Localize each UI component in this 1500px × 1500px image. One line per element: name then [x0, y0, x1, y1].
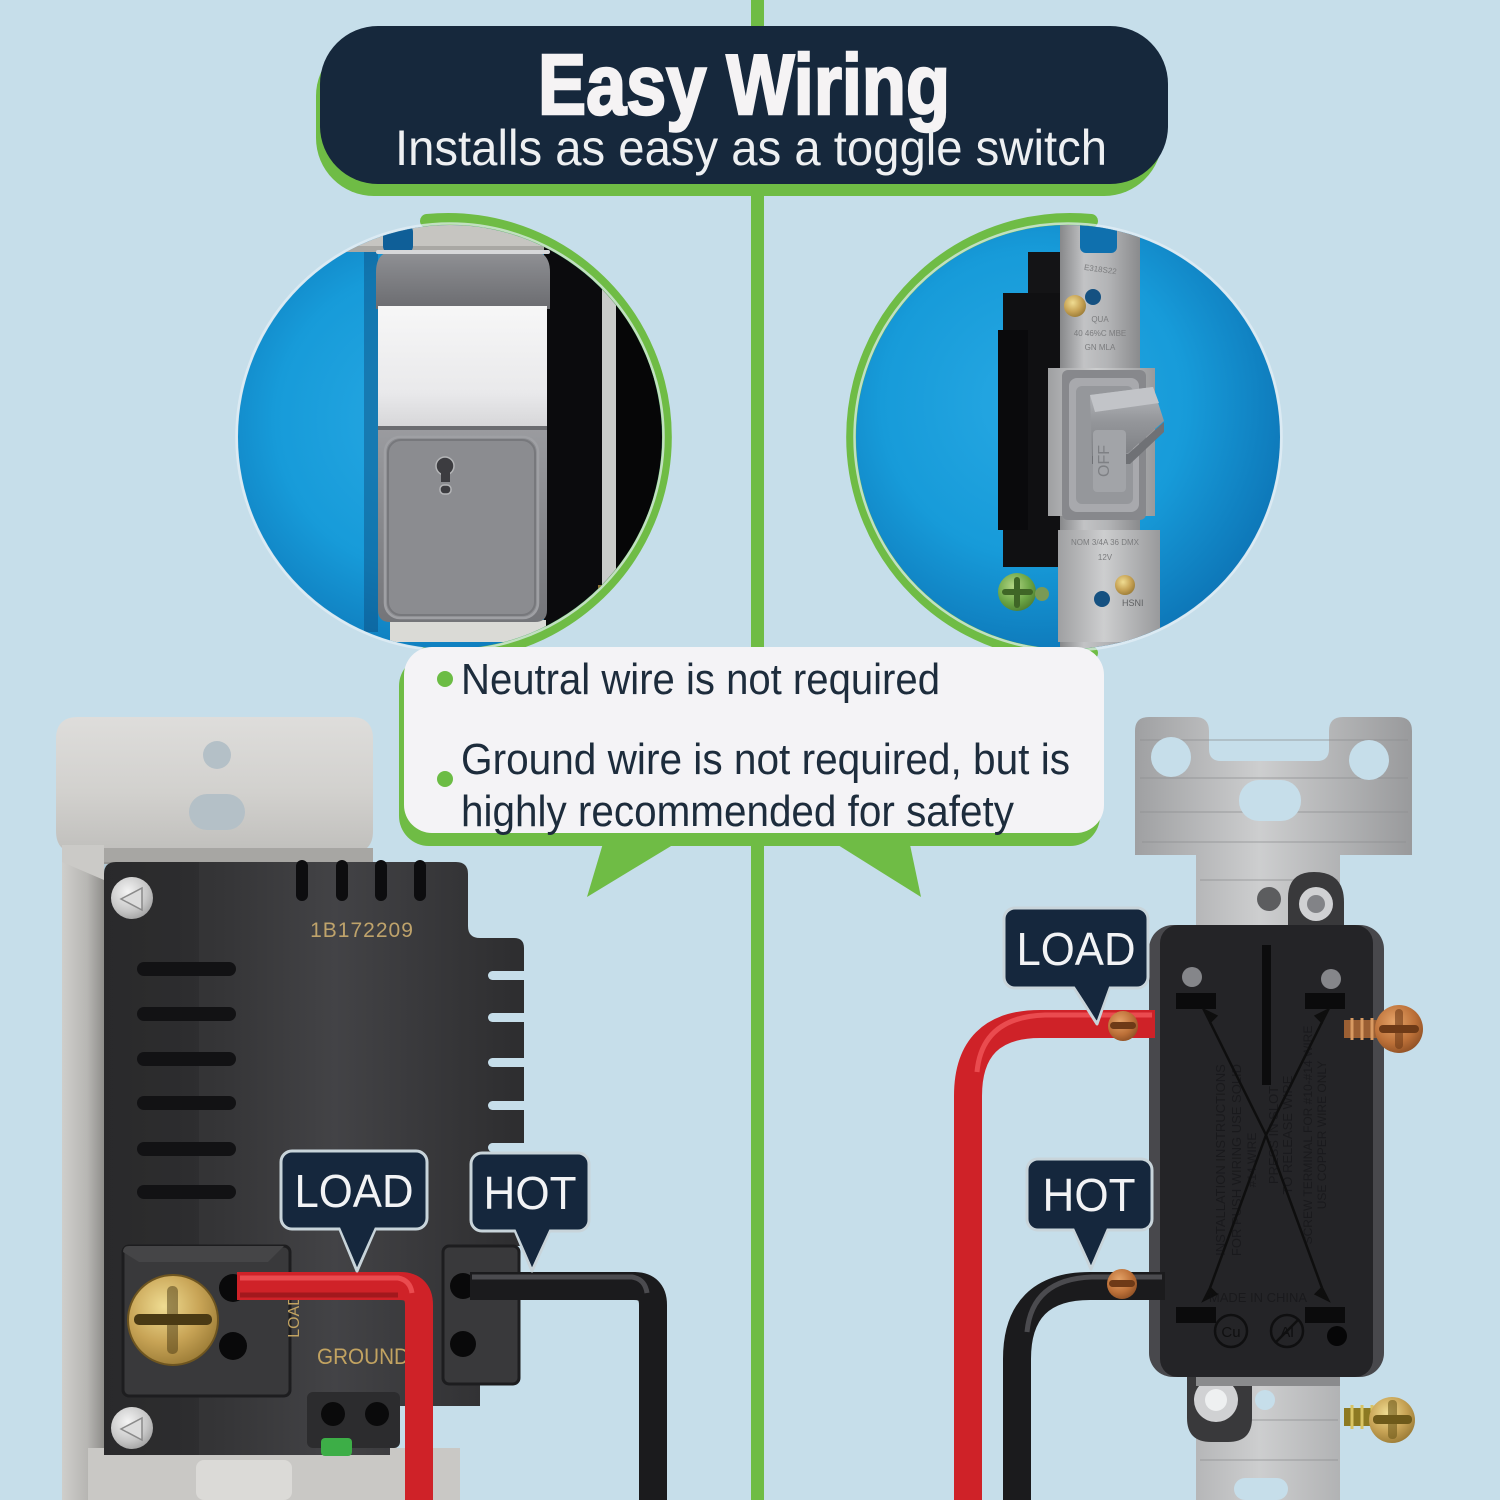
svg-text:INSTALLATION INSTRUCTIONS: INSTALLATION INSTRUCTIONS [1213, 1064, 1228, 1256]
svg-text:QUA: QUA [1091, 315, 1109, 324]
svg-text:#14 WIRE: #14 WIRE [1245, 1133, 1259, 1188]
svg-text:MADE IN CHINA: MADE IN CHINA [1209, 1290, 1308, 1305]
svg-text:SCREW TERMINAL FOR #10-#14 WIR: SCREW TERMINAL FOR #10-#14 WIRE [1301, 1026, 1315, 1245]
svg-text:LOAD: LOAD [286, 1294, 303, 1338]
svg-text:HOT: HOT [484, 1167, 577, 1219]
svg-text:NOM 3/4A 36 DMX: NOM 3/4A 36 DMX [1071, 538, 1140, 547]
svg-text:HSNI: HSNI [1122, 598, 1144, 608]
svg-text:LOAD: LOAD [1017, 923, 1136, 975]
svg-text:40 46%C MBE: 40 46%C MBE [1074, 329, 1126, 338]
svg-text:highly recommended for safety: highly recommended for safety [461, 787, 1014, 836]
svg-text:FOR PUSH WIRING USE SOLID: FOR PUSH WIRING USE SOLID [1229, 1064, 1244, 1256]
svg-text:PRESS IN SLOT: PRESS IN SLOT [1266, 1086, 1281, 1184]
svg-text:GROUND: GROUND [317, 1344, 409, 1369]
svg-text:Installs as easy as a toggle s: Installs as easy as a toggle switch [395, 120, 1107, 176]
svg-text:12V: 12V [1098, 553, 1113, 562]
svg-text:Ground wire is not required, b: Ground wire is not required, but is [461, 735, 1070, 784]
svg-text:Neutral wire is not required: Neutral wire is not required [461, 655, 940, 704]
svg-text:Easy Wiring: Easy Wiring [538, 38, 950, 133]
svg-text:Cu: Cu [1221, 1324, 1240, 1341]
svg-text:OFF: OFF [1096, 445, 1113, 477]
svg-text:USE COPPER WIRE ONLY: USE COPPER WIRE ONLY [1315, 1061, 1329, 1209]
svg-text:1B172209: 1B172209 [310, 919, 414, 942]
svg-text:HOT: HOT [1043, 1169, 1136, 1221]
svg-text:TO RELEASE WIRE: TO RELEASE WIRE [1280, 1075, 1295, 1194]
svg-text:LOAD: LOAD [295, 1165, 414, 1217]
svg-text:GN MLA: GN MLA [1085, 343, 1116, 352]
